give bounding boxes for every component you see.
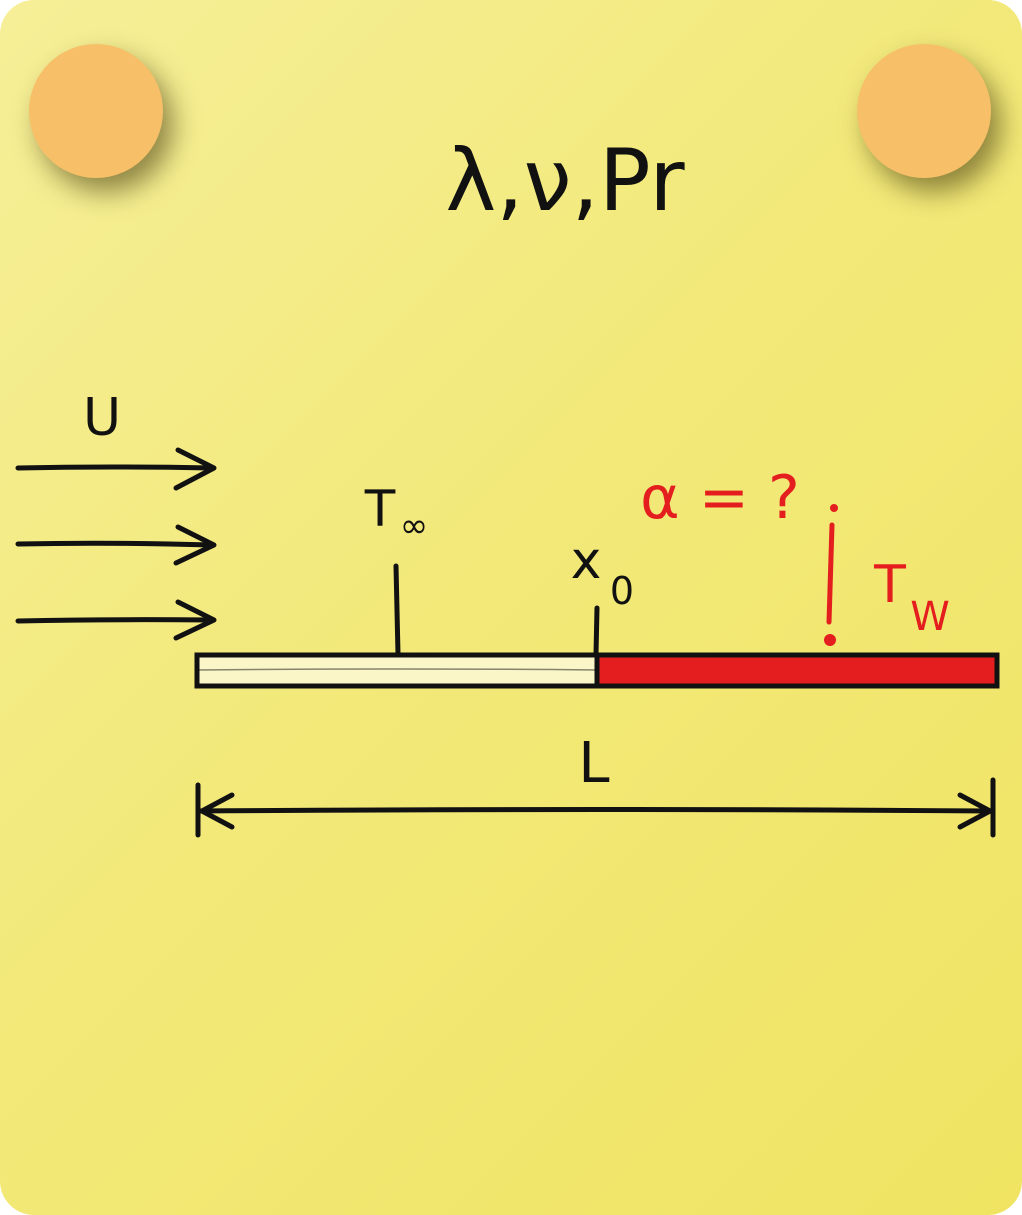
length-dimension-arrow-icon [195,777,996,838]
ambient-temp-label: T [364,480,396,538]
pushpin-right-icon [857,44,991,178]
pushpin-left-icon [29,44,163,178]
wall-temp-label: T [873,555,906,615]
start-position-subscript: 0 [610,569,634,613]
ambient-temp-subscript: ∞ [400,506,428,546]
flow-arrow-top-icon [15,447,217,491]
plate-heated-section [594,652,1000,689]
length-label: L [578,731,609,796]
wall-temp-marker [824,504,838,646]
flow-arrow-bottom-icon [15,599,217,641]
start-position-tick [593,605,600,657]
ambient-temp-tick [393,563,401,657]
plate-unheated-section [194,652,600,689]
flow-arrow-middle-icon [15,524,217,566]
wall-temp-subscript: W [910,594,950,640]
velocity-label: U [83,388,121,448]
heat-transfer-coefficient-label: α = ? [640,463,800,533]
properties-label: λ,ν,Pr [445,131,685,231]
start-position-label: x [571,531,602,591]
